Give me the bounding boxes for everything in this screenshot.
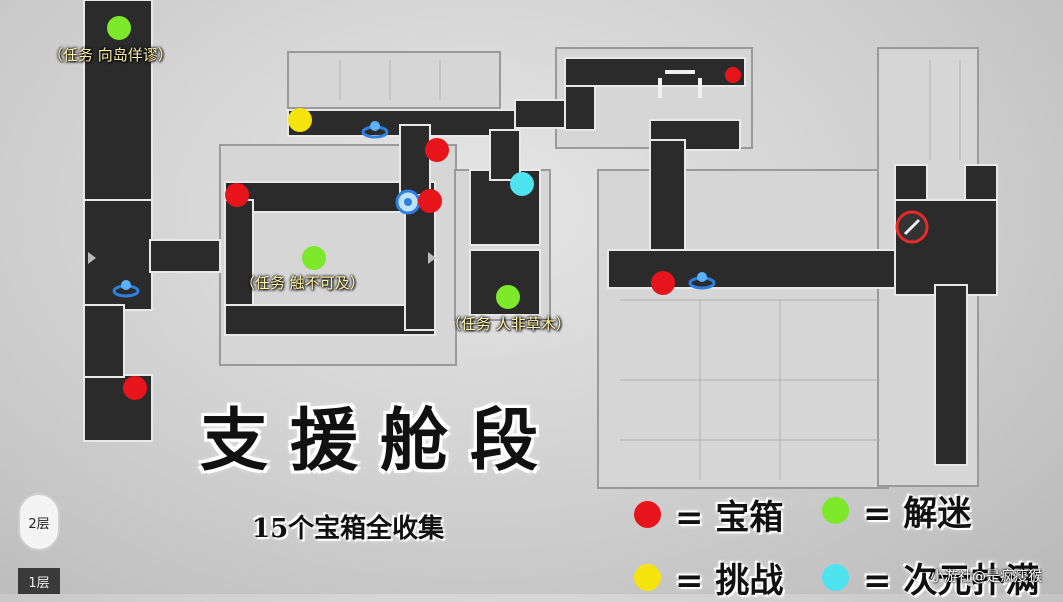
path-annex-stem (489, 129, 521, 181)
chest-marker (123, 376, 147, 400)
teleport-markers[interactable] (112, 121, 716, 298)
floor-2-button[interactable]: 2层 (18, 493, 60, 551)
legend-item-puzzle: = 解迷 (822, 488, 972, 534)
quest-label: （任务 人非草木） (446, 315, 571, 333)
floor-1-button[interactable]: 1层 (18, 568, 60, 594)
dimension-bank-marker (510, 172, 534, 196)
boss-icon[interactable] (895, 210, 929, 244)
path-west-link (83, 304, 125, 378)
path-west-east-link (149, 239, 221, 273)
puzzle-marker (302, 246, 326, 270)
watermark: 小游社@是疯瘦猴 (930, 569, 1042, 585)
chest-marker (425, 138, 449, 162)
legend-item-challenge: = 挑战 (634, 555, 784, 601)
legend-item-chest: = 宝箱 (634, 492, 784, 538)
path-north-drop (399, 124, 431, 196)
collectibles (107, 16, 741, 400)
legend-label: = 解迷 (863, 493, 972, 534)
challenge-marker (288, 108, 312, 132)
legend-dot (822, 563, 849, 591)
path-hub-east (404, 199, 436, 331)
path-east-stem (934, 284, 968, 466)
path-ne-top (564, 57, 746, 87)
legend-dot (634, 500, 661, 528)
path-hub-south (224, 304, 436, 336)
legend-label: = 挑战 (675, 560, 784, 601)
quest-label: （任务 触不可及） (240, 274, 365, 292)
path-west-mid (83, 199, 153, 311)
teleport-icon[interactable] (112, 280, 140, 298)
path-annex-lower (469, 249, 541, 316)
chest-marker (418, 189, 442, 213)
space-anchor-icon[interactable] (395, 189, 421, 215)
chest-marker (725, 67, 741, 83)
room-south-east (597, 169, 889, 489)
legend-dot (822, 496, 849, 524)
puzzle-marker (107, 16, 131, 40)
puzzle-marker (496, 285, 520, 309)
room-decor (658, 70, 702, 98)
door-arrow-icon (428, 252, 436, 264)
door-arrow-icons (88, 252, 436, 264)
legend-dot (634, 563, 661, 591)
room-north-hall (287, 51, 501, 109)
room-grid-lines (339, 60, 961, 480)
chest-summary: 15个宝箱全收集 (252, 514, 445, 544)
chest-marker (225, 183, 249, 207)
path-ne-drop (649, 139, 686, 261)
quest-label: （任务 向岛佯谬） (48, 46, 173, 64)
teleport-icon[interactable] (688, 272, 716, 290)
chest-marker (651, 271, 675, 295)
area-title: 支援舱段 (200, 402, 561, 481)
door-arrow-icon (88, 252, 96, 264)
teleport-icon[interactable] (361, 121, 389, 139)
legend-label: = 宝箱 (675, 497, 784, 538)
